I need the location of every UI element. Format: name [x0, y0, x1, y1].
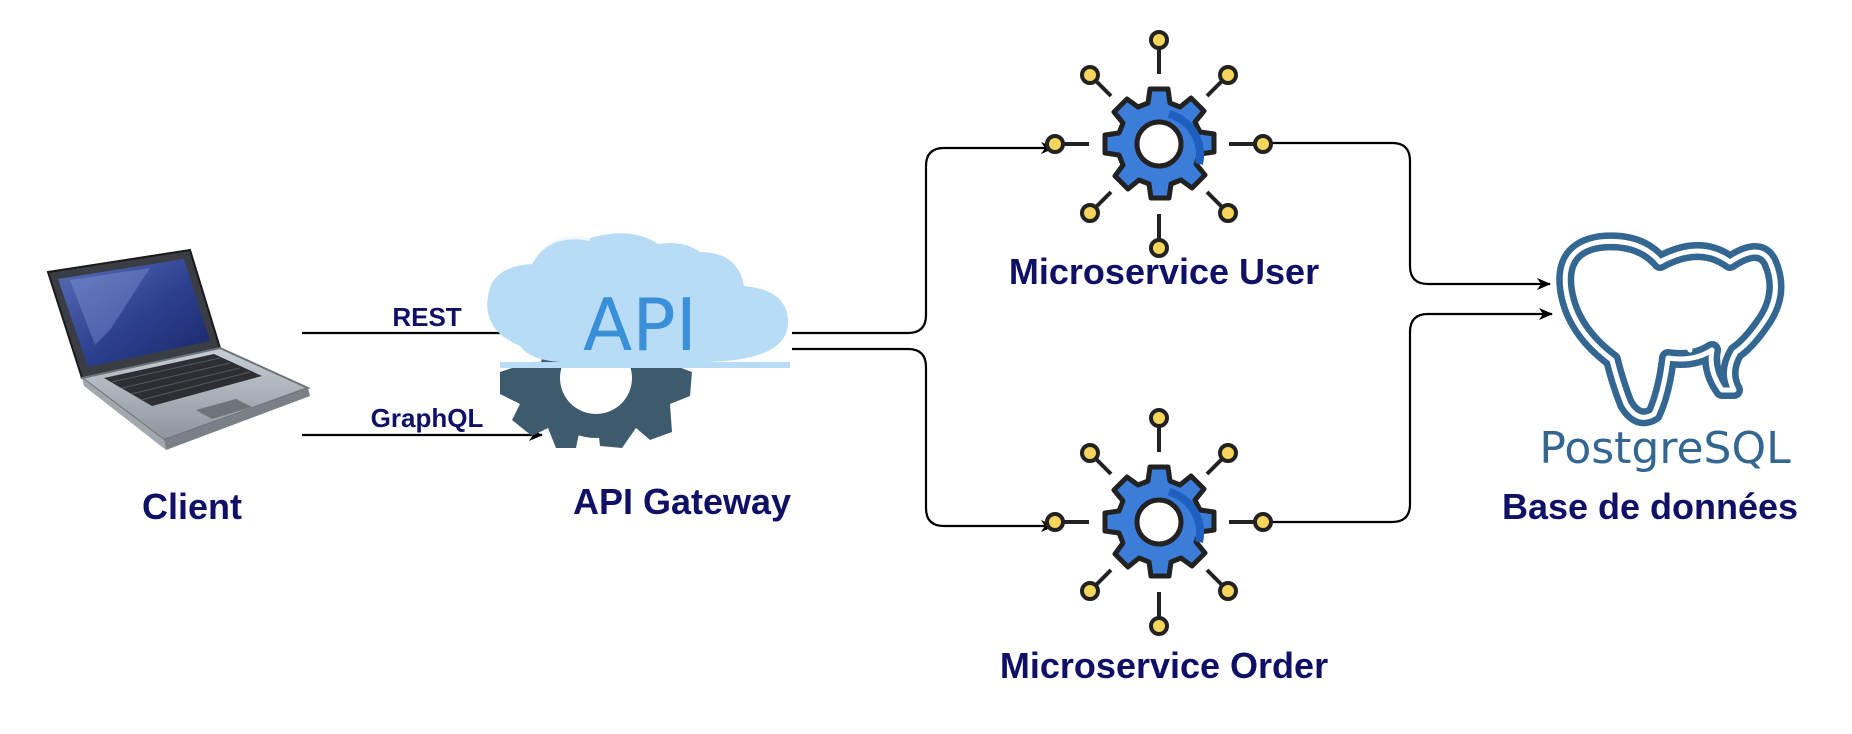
postgresql-logo-text: PostgreSQL	[1539, 423, 1791, 474]
edge-label-rest: REST	[392, 302, 462, 332]
edge-label-graphql: GraphQL	[370, 403, 484, 433]
node-label-database: Base de données	[1501, 486, 1799, 527]
node-label-client: Client	[141, 486, 243, 527]
postgresql-elephant-icon: PostgreSQL	[1539, 232, 1791, 474]
edges	[302, 141, 1553, 532]
edge-gateway-user	[792, 142, 1055, 335]
gear-network-icon	[1047, 410, 1271, 634]
edge-user-db	[1268, 141, 1551, 290]
api-icon-text: API	[583, 283, 697, 367]
gear-network-icon	[1047, 32, 1271, 256]
api-cloud-gear-icon: API	[487, 233, 790, 448]
laptop-icon	[46, 248, 311, 450]
edge-order-db	[1268, 308, 1553, 524]
node-label-ms-order: Microservice Order	[999, 645, 1329, 686]
node-label-ms-user: Microservice User	[1008, 251, 1320, 292]
edge-gateway-order	[792, 347, 1055, 532]
node-label-gateway: API Gateway	[572, 481, 792, 522]
